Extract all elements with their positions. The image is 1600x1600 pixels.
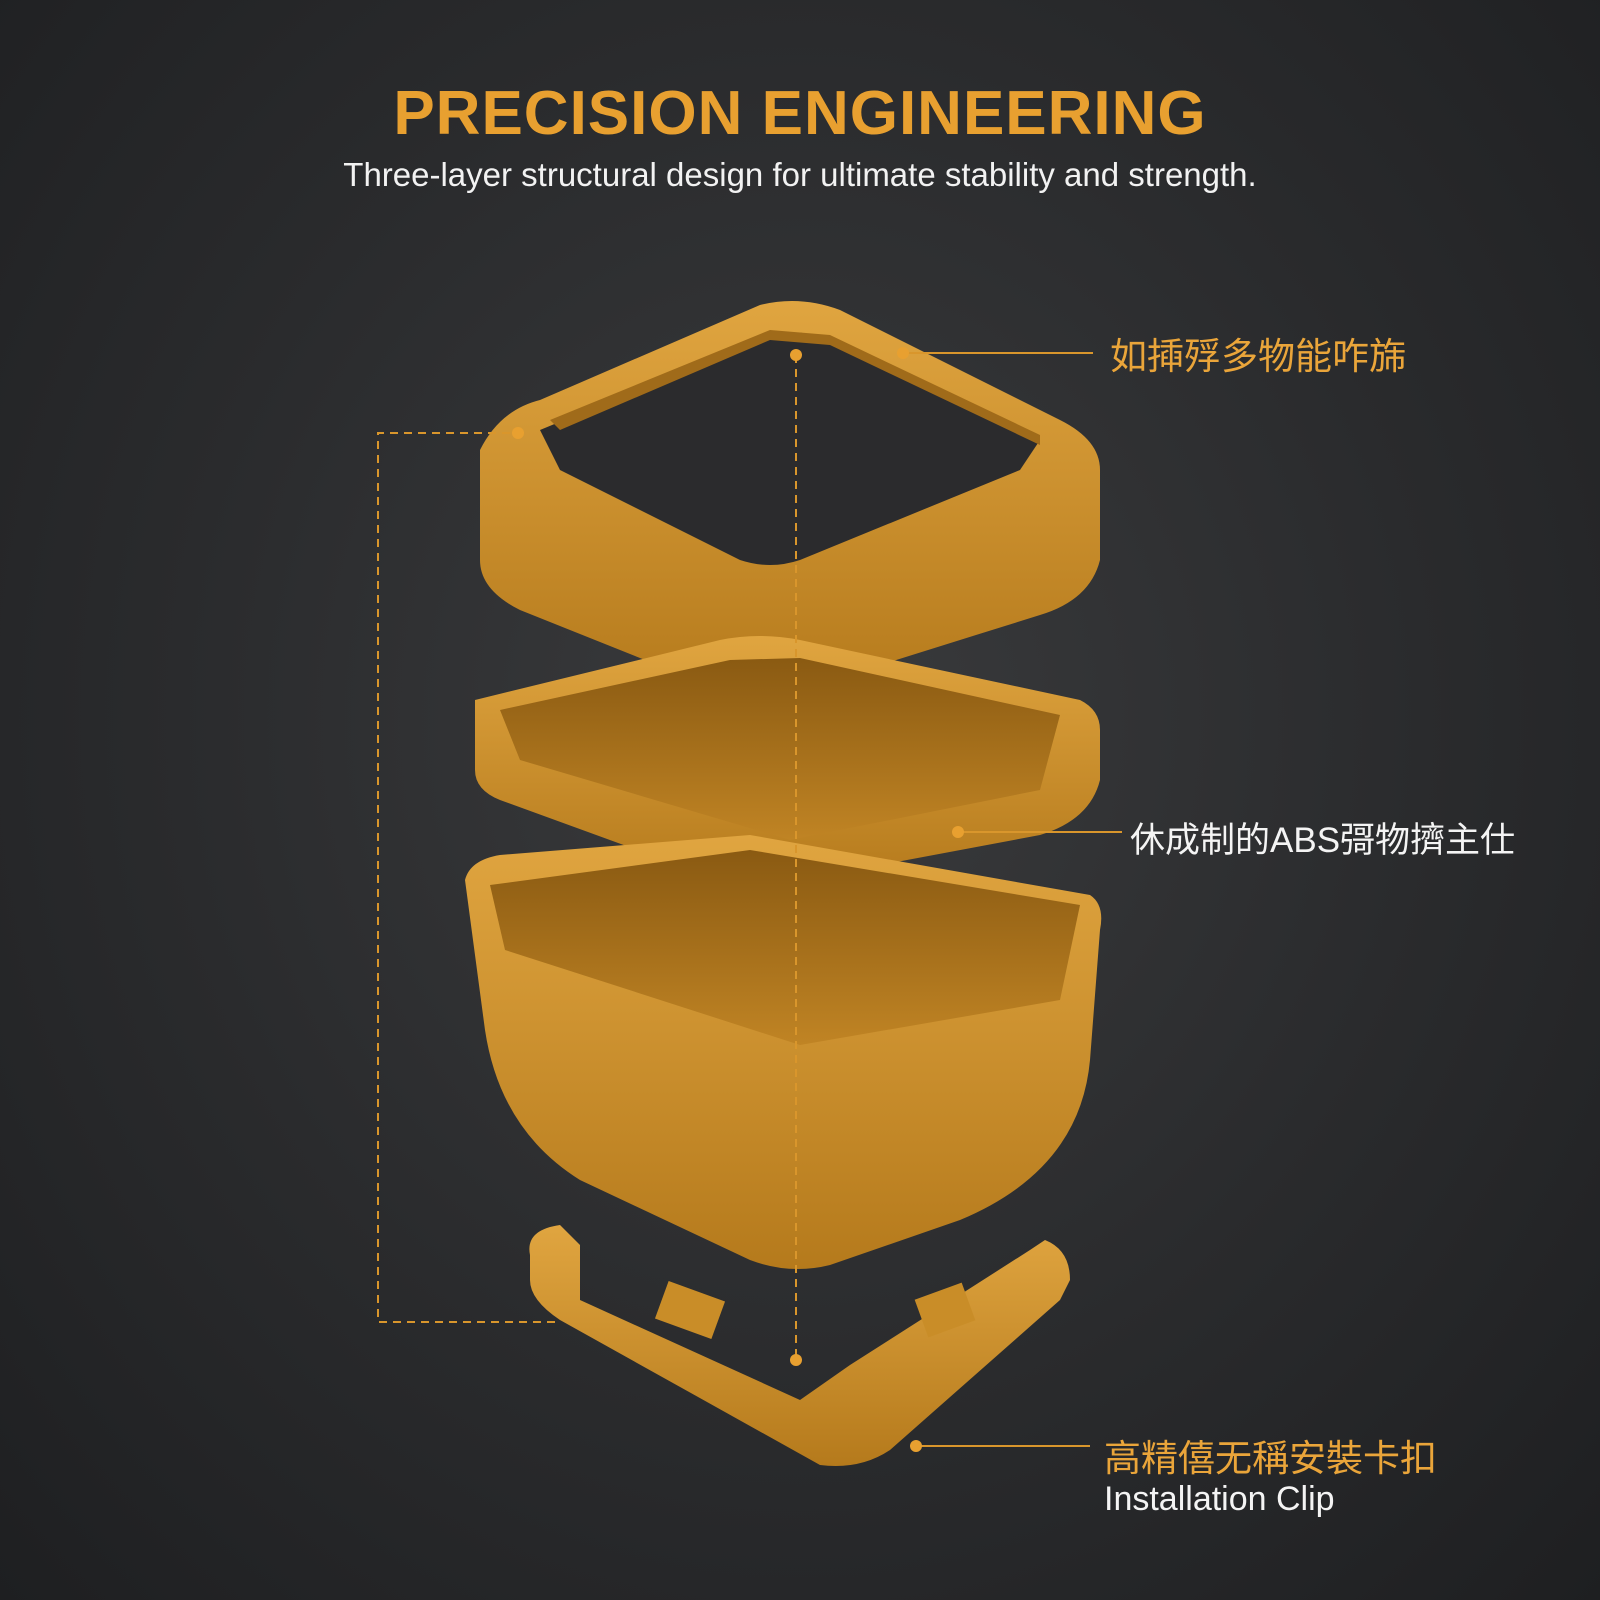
callout-bottom-sublabel: Installation Clip (1104, 1480, 1335, 1518)
callout-middle-label: 休成制的ABS彁物擠主仕 (1130, 821, 1516, 860)
callout-top-label: 如揷殍多物能咋旆 (1110, 336, 1406, 377)
page-subtitle: Three-layer structural design for ultima… (343, 156, 1257, 193)
marker-dot (952, 826, 964, 838)
marker-dot (790, 349, 802, 361)
top-frame-part (480, 301, 1100, 695)
marker-dot (897, 347, 909, 359)
marker-dot (910, 1440, 922, 1452)
dashed-bracket-line (377, 432, 560, 1323)
installation-clip-part (529, 1225, 1070, 1466)
page-title: PRECISION ENGINEERING (393, 79, 1207, 148)
middle-frame-part (475, 636, 1100, 884)
bottom-box-part (465, 835, 1102, 1269)
callout-bottom-label: 高精僖无稱安裝卡扣 (1104, 1438, 1437, 1479)
marker-dot (790, 1354, 802, 1366)
marker-dot (512, 427, 524, 439)
